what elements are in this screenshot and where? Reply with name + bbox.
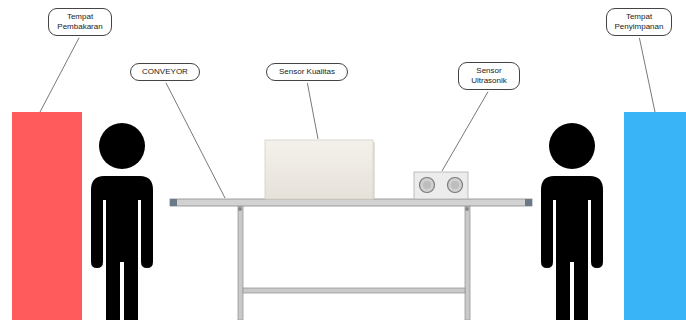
callout-label: CONVEYOR bbox=[130, 63, 200, 81]
callout-label: Tempat Pembakaran bbox=[48, 8, 112, 36]
callout-text: CONVEYOR bbox=[136, 67, 194, 77]
callout-text: Sensor Ultrasonik bbox=[464, 66, 514, 86]
callout-label: Sensor Kualitas bbox=[266, 63, 348, 81]
person-figure bbox=[91, 123, 153, 320]
leader-line bbox=[166, 83, 225, 198]
leader-line bbox=[40, 38, 79, 112]
leader-line bbox=[442, 92, 488, 171]
callout-text: Tempat Pembakaran bbox=[54, 12, 106, 32]
person-figure bbox=[541, 123, 603, 320]
burning-place bbox=[12, 112, 82, 320]
conveyor-belt bbox=[170, 199, 532, 211]
leader-line bbox=[307, 83, 318, 139]
quality-sensor bbox=[265, 140, 373, 199]
storage-place bbox=[624, 112, 686, 320]
leader-line bbox=[639, 38, 655, 112]
callout-text: Tempat Penyimpanan bbox=[612, 12, 666, 32]
ultrasonic-sensor bbox=[414, 172, 468, 199]
callout-text: Sensor Kualitas bbox=[272, 67, 342, 77]
callout-label: Tempat Penyimpanan bbox=[606, 8, 672, 36]
callout-label: Sensor Ultrasonik bbox=[458, 62, 520, 90]
conveyor-frame bbox=[238, 206, 470, 320]
